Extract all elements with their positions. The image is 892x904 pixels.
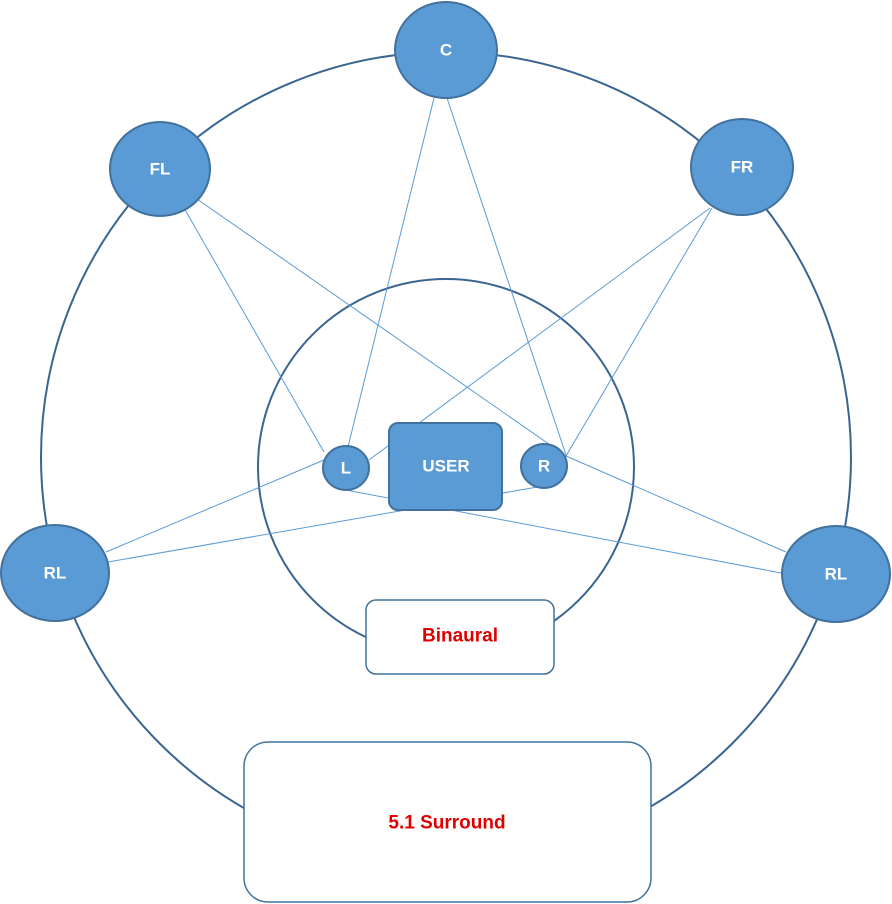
line-fl-to-r xyxy=(196,198,567,457)
speaker-rl-right-label: RL xyxy=(825,565,848,584)
speaker-c-label: C xyxy=(440,41,452,60)
ear-right-label: R xyxy=(538,457,550,476)
line-fr-to-l xyxy=(368,207,711,461)
ear-left-label: L xyxy=(341,459,351,478)
speaker-fr-circle xyxy=(690,118,794,216)
user-box xyxy=(388,422,503,511)
user-node: USER xyxy=(388,422,503,511)
speaker-rl-left-circle xyxy=(0,524,110,622)
ear-right-circle xyxy=(520,443,568,489)
speaker-rl-left-label: RL xyxy=(44,564,67,583)
binaural-box: Binaural xyxy=(365,599,555,675)
ear-right: R xyxy=(520,443,568,489)
binaural-label: Binaural xyxy=(422,626,498,647)
speaker-rl-left: RL xyxy=(0,524,110,622)
speaker-rl-right-circle xyxy=(781,525,891,623)
speaker-c-circle xyxy=(394,1,498,99)
speaker-fl-circle xyxy=(109,121,211,217)
line-c-to-r xyxy=(446,97,567,456)
line-fl-to-l xyxy=(183,207,325,453)
surround-label: 5.1 Surround xyxy=(388,813,505,834)
speaker-fl-label: FL xyxy=(150,160,171,179)
speaker-fr-label: FR xyxy=(731,158,754,177)
speaker-c: C xyxy=(394,1,498,99)
surround-box: 5.1 Surround xyxy=(243,741,652,903)
surround-box-rect xyxy=(243,741,652,903)
line-c-to-l xyxy=(345,97,435,456)
ear-left: L xyxy=(322,445,370,491)
line-rl-right-to-r xyxy=(565,455,787,553)
binaural-box-rect xyxy=(365,599,555,675)
user-label: USER xyxy=(422,457,469,476)
speaker-fr: FR xyxy=(690,118,794,216)
line-rl-left-to-l xyxy=(105,459,325,553)
speaker-fl: FL xyxy=(109,121,211,217)
line-fr-to-r xyxy=(565,207,713,457)
speaker-rl-right: RL xyxy=(781,525,891,623)
ear-left-circle xyxy=(322,445,370,491)
